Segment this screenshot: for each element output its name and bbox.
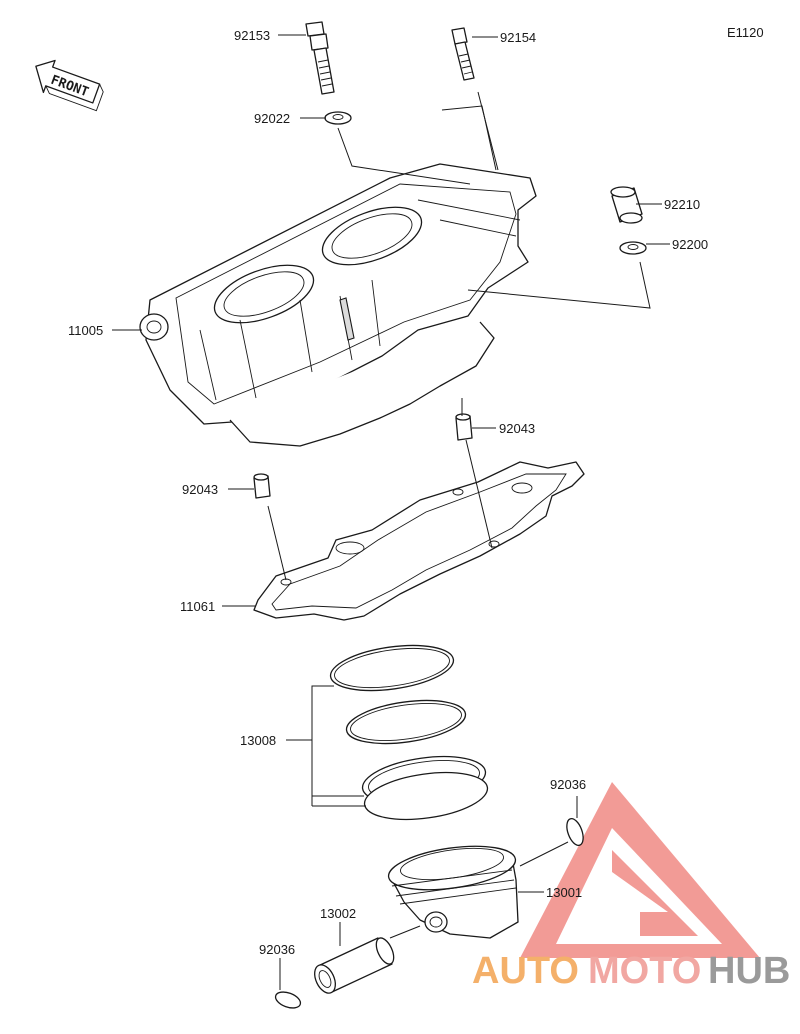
label-92043-upper: 92043 — [499, 421, 535, 436]
bolt-92153 — [305, 21, 335, 95]
label-92036-lower: 92036 — [259, 942, 295, 957]
piston-rings-13008 — [329, 644, 489, 821]
washer-92200 — [619, 241, 647, 255]
piston-13001 — [387, 845, 519, 939]
label-13008: 13008 — [240, 733, 276, 748]
label-92043-lower: 92043 — [182, 482, 218, 497]
dowel-92043-upper — [455, 413, 473, 441]
front-arrow-icon: FRONT — [35, 59, 104, 112]
label-92154: 92154 — [500, 30, 536, 45]
label-11061: 11061 — [180, 599, 215, 614]
label-92022: 92022 — [254, 111, 290, 126]
logo-triangle-mark — [612, 850, 698, 936]
cylinder-block-11005 — [139, 163, 537, 447]
diagram-code: E1120 — [727, 25, 764, 40]
bolt-92154 — [451, 27, 475, 81]
washer-92022 — [324, 111, 352, 125]
dowel-92043-lower — [253, 473, 271, 499]
gasket-11061 — [253, 461, 585, 621]
logo-text-hub: HUB — [708, 950, 790, 992]
leader-lines — [112, 34, 670, 990]
label-92200: 92200 — [672, 237, 708, 252]
piston-pin-13002 — [314, 937, 395, 994]
label-11005: 11005 — [68, 323, 103, 338]
label-13002: 13002 — [320, 906, 356, 921]
label-92153: 92153 — [234, 28, 270, 43]
automotohub-logo: AUTO MOTO HUB — [472, 782, 790, 992]
label-92210: 92210 — [664, 197, 700, 212]
collar-92210 — [610, 186, 643, 224]
clip-92036-lower — [274, 991, 302, 1009]
part-labels: 92153 92154 92022 92210 92200 11005 9204… — [68, 28, 708, 957]
clip-92036-upper — [566, 817, 584, 847]
logo-text-moto: MOTO — [588, 950, 701, 992]
label-13001: 13001 — [546, 885, 582, 900]
logo-text-auto: AUTO — [472, 950, 579, 992]
label-92036-upper: 92036 — [550, 777, 586, 792]
